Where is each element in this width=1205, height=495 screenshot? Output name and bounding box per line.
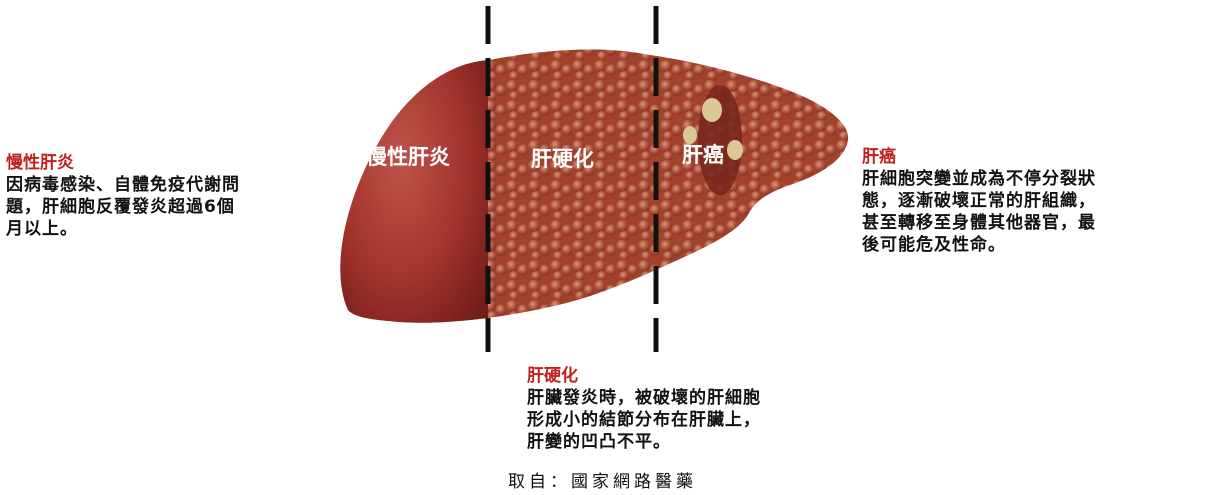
chronic-hepatitis-line-2: 題，肝細胞反覆發炎超過6個	[6, 196, 346, 218]
cirrhosis-note: 肝硬化 肝臟發炎時，被破壞的肝細胞 形成小的結節分布在肝臟上， 肝變的凹凸不平。	[527, 365, 867, 453]
liver-cancer-line-4: 後可能危及性命。	[862, 234, 1202, 256]
cirrhosis-line-2: 形成小的結節分布在肝臟上，	[527, 409, 867, 431]
chronic-hepatitis-line-3: 月以上。	[6, 218, 346, 240]
liver-label-cirrhosis: 肝硬化	[531, 147, 594, 171]
liver-cancer-line-3: 甚至轉移至身體其他器官，最	[862, 212, 1202, 234]
liver-body	[330, 40, 860, 340]
cirrhosis-line-1: 肝臟發炎時，被破壞的肝細胞	[527, 387, 867, 409]
liver-cancer-line-1: 肝細胞突變並成為不停分裂狀	[862, 168, 1202, 190]
liver-cancer-title: 肝癌	[862, 146, 1202, 168]
liver-cancer-line-2: 態，逐漸破壞正常的肝組織，	[862, 190, 1202, 212]
cirrhosis-line-3: 肝變的凹凸不平。	[527, 431, 867, 453]
chronic-hepatitis-line-1: 因病毒感染、自體免疫代謝問	[6, 174, 346, 196]
liver-label-cancer: 肝癌	[682, 143, 724, 167]
source-credit: 取自：國家網路醫藥	[0, 467, 1205, 492]
chronic-hepatitis-note: 慢性肝炎 因病毒感染、自體免疫代謝問 題，肝細胞反覆發炎超過6個 月以上。	[6, 152, 346, 240]
liver-label-chronic-hepatitis: 慢性肝炎	[366, 145, 450, 169]
liver-cancer-note: 肝癌 肝細胞突變並成為不停分裂狀 態，逐漸破壞正常的肝組織， 甚至轉移至身體其他…	[862, 146, 1202, 256]
cirrhosis-title: 肝硬化	[527, 365, 867, 387]
chronic-hepatitis-title: 慢性肝炎	[6, 152, 346, 174]
